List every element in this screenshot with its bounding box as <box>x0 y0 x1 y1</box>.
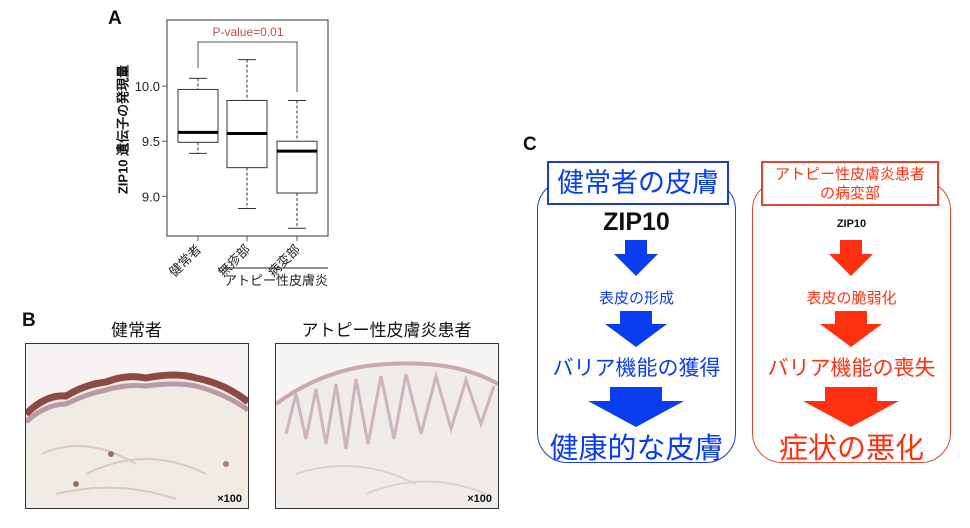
y-tick-label: 9.0 <box>142 189 160 204</box>
healthy-step2: バリア機能の獲得 <box>552 357 721 380</box>
healthy-result: 健康的な皮膚 <box>549 433 724 465</box>
healthy-image-title: 健常者 <box>111 321 162 340</box>
blue-down-arrow-icon <box>588 387 684 427</box>
atopic-step2: バリア機能の喪失 <box>767 357 936 380</box>
group-label: アトピー性皮膚炎 <box>224 273 328 288</box>
healthy-skin-title: 健常者の皮膚 <box>547 161 729 205</box>
y-tick-label: 9.5 <box>142 134 160 149</box>
atopic-title-line1: アトピー性皮膚炎患者 <box>774 166 925 183</box>
atopic-skin-histology-image: ×100 <box>275 343 499 509</box>
box-0 <box>177 88 219 143</box>
x-tick-label: 健常者 <box>166 242 204 280</box>
panel-c-label: C <box>523 134 537 155</box>
healthy-skin-histology-image: ×100 <box>25 343 249 509</box>
healthy-step1: 表皮の形成 <box>598 290 674 307</box>
y-tick-label: 10.0 <box>135 79 160 94</box>
atopic-step1: 表皮の脆弱化 <box>806 290 897 307</box>
red-down-arrow-icon <box>829 240 873 276</box>
panel-b-label: B <box>22 310 36 331</box>
atopic-image-title: アトピー性皮膚炎患者 <box>301 321 472 340</box>
atopic-lesion-title: アトピー性皮膚炎患者 の病変部 <box>761 161 939 206</box>
healthy-zip10-label: ZIP10 <box>603 208 670 236</box>
p-value-label: P-value=0.01 <box>212 25 283 39</box>
atopic-zip10-label: ZIP10 <box>836 218 867 230</box>
magnification-label: ×100 <box>217 493 242 505</box>
significance-bracket <box>197 41 298 92</box>
panel-a-label: A <box>108 8 122 29</box>
red-down-arrow-icon <box>803 387 899 427</box>
blue-down-arrow-icon <box>614 240 658 276</box>
magnification-label: ×100 <box>467 493 492 505</box>
red-down-arrow-icon <box>820 311 882 347</box>
blue-down-arrow-icon <box>605 311 667 347</box>
atopic-title-line2: の病変部 <box>819 185 880 202</box>
boxplot-chart: 9.09.510.0健常者無疹部病変部P-value=0.01アトピー性皮膚炎 <box>135 19 329 288</box>
atopic-result: 症状の悪化 <box>778 433 924 465</box>
box-2 <box>276 140 318 194</box>
